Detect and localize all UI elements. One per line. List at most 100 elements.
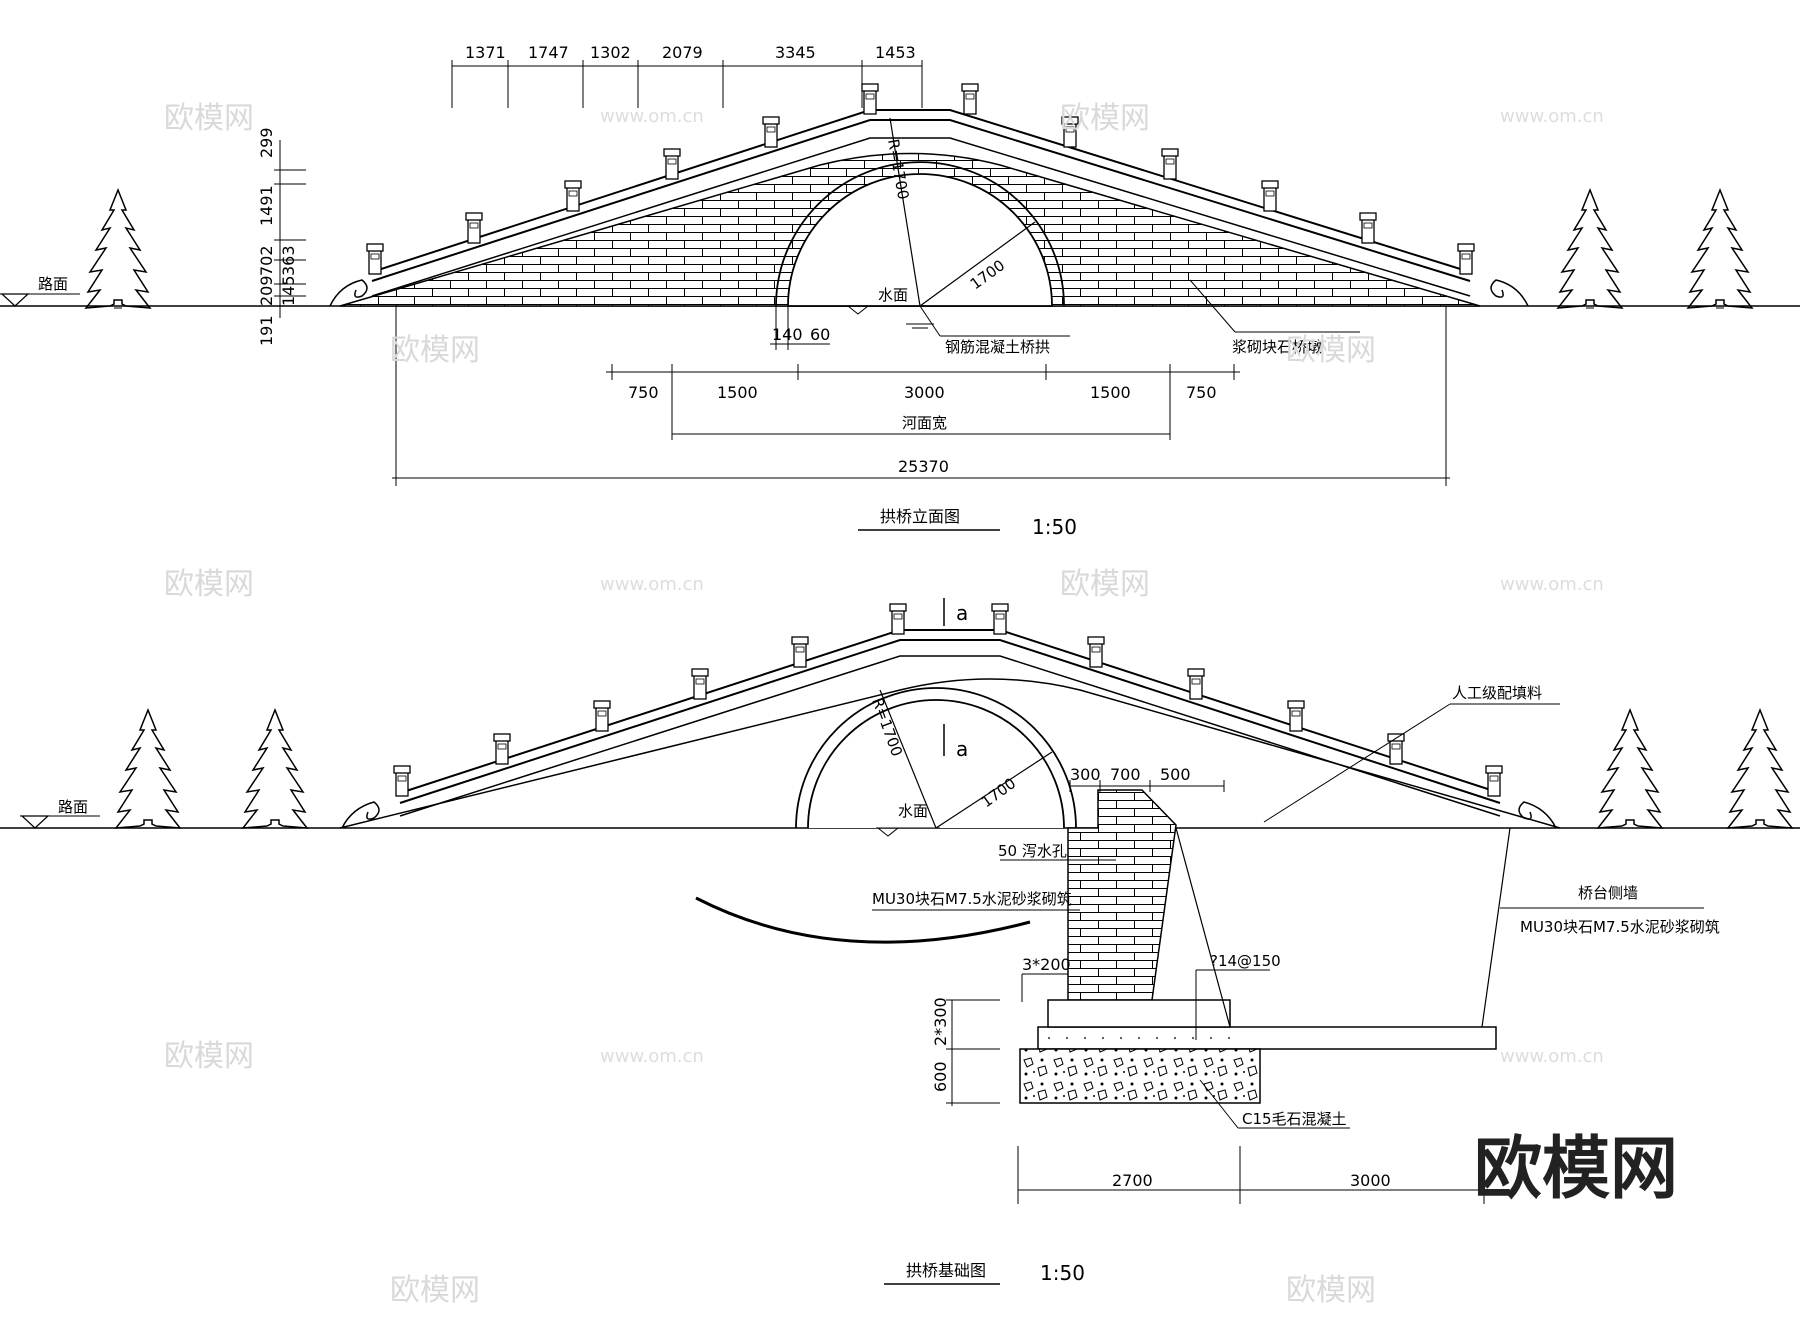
- left-dim: 145: [279, 275, 298, 306]
- railing-post: [691, 668, 709, 700]
- top-dim: 1747: [528, 43, 569, 62]
- top-dim: 1371: [465, 43, 506, 62]
- tree: [1557, 189, 1623, 309]
- railing-post: [1287, 700, 1305, 732]
- tree: [1727, 709, 1793, 829]
- abutment-label: 桥台侧墙: [1578, 884, 1638, 902]
- step-dim: 3*200: [1022, 955, 1071, 974]
- railing-post: [1187, 668, 1205, 700]
- road-label: 路面: [38, 275, 68, 293]
- drain-label: 50 泻水孔: [998, 842, 1067, 860]
- tree: [1687, 189, 1753, 309]
- watermark-site: www.om.cn: [600, 106, 704, 127]
- bottom-dim: 1500: [1090, 383, 1131, 402]
- top-dim: 300: [1070, 765, 1101, 784]
- foundation-view: 路面 a a R=1700 170: [0, 598, 1800, 1285]
- watermark-site: www.om.cn: [600, 574, 704, 595]
- arch-dim: 140: [772, 325, 803, 344]
- tree: [242, 709, 308, 829]
- top-dim: 3345: [775, 43, 816, 62]
- total-length: 25370: [898, 457, 949, 476]
- railing-post: [889, 603, 907, 635]
- concrete-footing: [1019, 1048, 1261, 1104]
- arch-dim: 60: [810, 325, 830, 344]
- railing-post: [1359, 212, 1377, 244]
- watermark: 欧模网: [1286, 1273, 1376, 1308]
- watermark: 欧模网: [390, 1273, 480, 1308]
- foundation-scale: 1:50: [1040, 1261, 1085, 1285]
- railing-post: [1087, 636, 1105, 668]
- top-dim: 500: [1160, 765, 1191, 784]
- elevation-title: 拱桥立面图: [880, 507, 960, 526]
- water-label: 水面: [898, 802, 928, 820]
- railing-post: [465, 212, 483, 244]
- watermarks: 欧模网 欧模网 欧模网 欧模网 欧模网 欧模网 欧模网 欧模网 欧模网 www.…: [164, 101, 1678, 1308]
- section-mark: a: [956, 737, 968, 761]
- watermark: 欧模网: [1286, 333, 1376, 368]
- left-dim: 1491: [257, 185, 276, 226]
- section-mark: a: [956, 601, 968, 625]
- watermark: 欧模网: [164, 567, 254, 602]
- water-label: 水面: [878, 286, 908, 304]
- arch-opening: [787, 173, 1053, 307]
- left-dim: 191: [257, 315, 276, 346]
- road-marker: [0, 293, 80, 307]
- elevation-view: 路面 R=1700 1700: [0, 43, 1800, 539]
- tree: [115, 709, 181, 829]
- watermark: 欧模网: [1060, 567, 1150, 602]
- left-dim: 702: [257, 245, 276, 276]
- railing-post: [1261, 180, 1279, 212]
- watermark-site: www.om.cn: [1500, 106, 1604, 127]
- elevation-scale: 1:50: [1032, 515, 1077, 539]
- arch-opening: [807, 699, 1065, 829]
- bottom-dim: 1500: [717, 383, 758, 402]
- watermark: 欧模网: [164, 101, 254, 136]
- tree: [85, 189, 151, 309]
- railing-post: [564, 180, 582, 212]
- fill-label: 人工级配填料: [1452, 684, 1542, 702]
- left-dim: 363: [279, 245, 298, 276]
- abutment-masonry: [1067, 789, 1177, 1001]
- left-dim: 299: [257, 127, 276, 158]
- masonry-label: MU30块石M7.5水泥砂浆砌筑: [872, 890, 1072, 908]
- bottom-dim: 3000: [1350, 1171, 1391, 1190]
- watermark: 欧模网: [164, 1039, 254, 1074]
- pier-label: 浆砌块石桥墩: [1232, 338, 1322, 356]
- top-dim: 1302: [590, 43, 631, 62]
- tree: [1597, 709, 1663, 829]
- railing-post: [1161, 148, 1179, 180]
- railing-post: [593, 700, 611, 732]
- abutment-masonry-label: MU30块石M7.5水泥砂浆砌筑: [1520, 918, 1720, 936]
- bottom-dim: 2700: [1112, 1171, 1153, 1190]
- railing-post: [493, 733, 511, 765]
- railing-post: [663, 148, 681, 180]
- bottom-dim: 750: [1186, 383, 1217, 402]
- railing-post: [961, 83, 979, 115]
- brand-logo: 欧模网: [1474, 1130, 1678, 1209]
- railing-post: [791, 636, 809, 668]
- railing-post: [991, 603, 1009, 635]
- top-dim: 700: [1110, 765, 1141, 784]
- railing-post: [366, 243, 384, 275]
- river-width-label: 河面宽: [902, 414, 947, 432]
- left-dim: 209: [257, 275, 276, 306]
- rebar-label: ?14@150: [1210, 952, 1281, 970]
- railing-post: [1485, 765, 1503, 797]
- watermark-site: www.om.cn: [1500, 574, 1604, 595]
- road-label: 路面: [58, 798, 88, 816]
- top-dim: 1453: [875, 43, 916, 62]
- foundation-title: 拱桥基础图: [906, 1261, 986, 1280]
- railing-post: [1457, 243, 1475, 275]
- watermark-site: www.om.cn: [600, 1046, 704, 1067]
- watermark: 欧模网: [390, 333, 480, 368]
- left-dim: 2*300: [931, 997, 950, 1046]
- arch-label: 钢筋混凝土桥拱: [945, 338, 1050, 356]
- bottom-dim: 3000: [904, 383, 945, 402]
- concrete-label: C15毛石混凝土: [1242, 1110, 1347, 1128]
- railing-post: [762, 116, 780, 148]
- railing-post: [861, 83, 879, 115]
- watermark: 欧模网: [1060, 101, 1150, 136]
- base-slab: [1037, 1026, 1497, 1050]
- watermark-site: www.om.cn: [1500, 1046, 1604, 1067]
